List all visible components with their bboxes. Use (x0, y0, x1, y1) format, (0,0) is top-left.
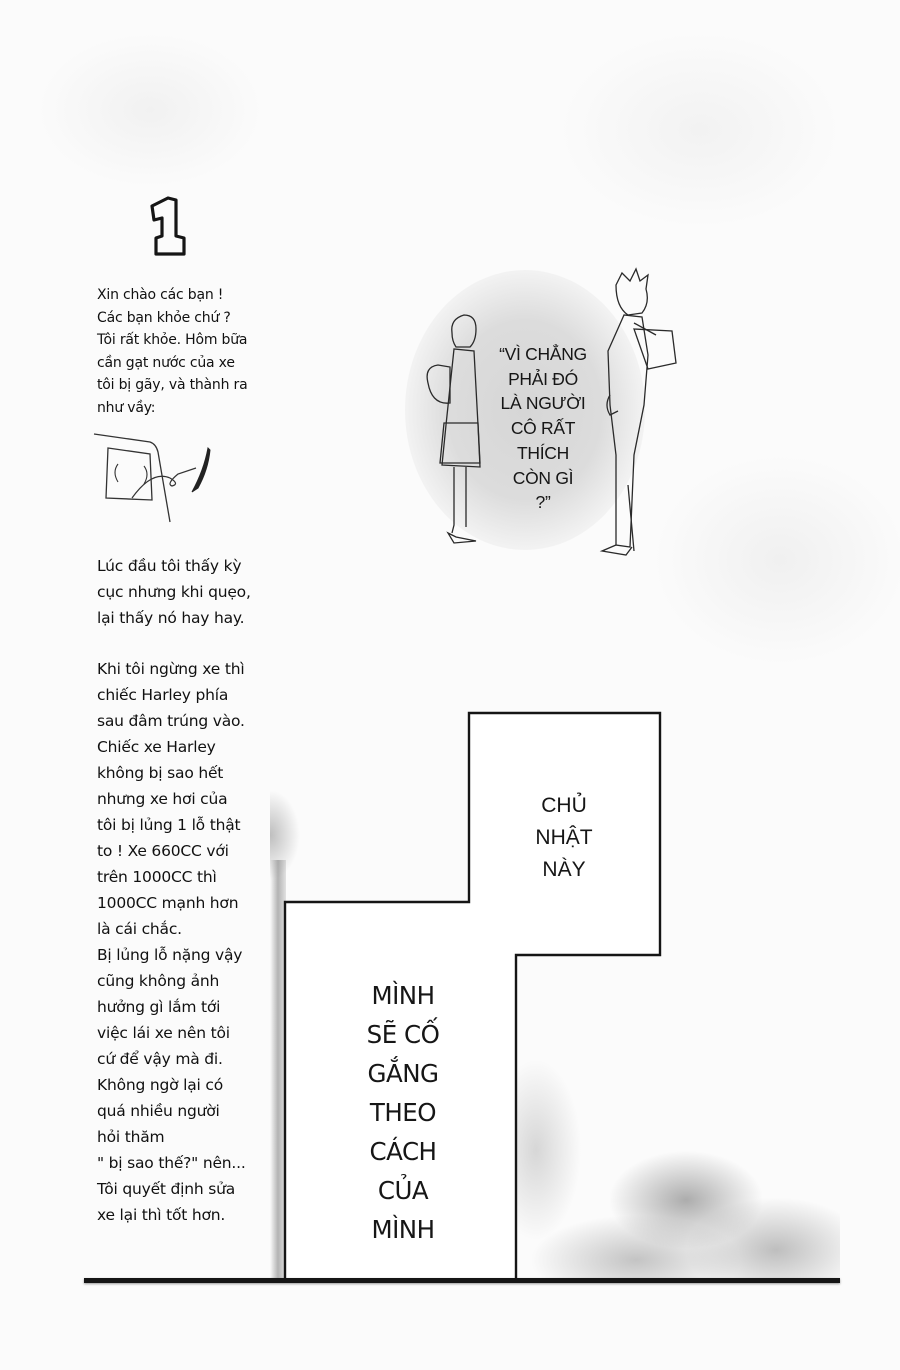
speech-line: CÒN GÌ (512, 467, 574, 488)
panel-line: NÀY (542, 858, 586, 881)
speech-line: “VÌ CHẲNG (499, 344, 587, 364)
note-line: cũng không ảnh (97, 972, 220, 990)
panel-line: NHẬT (535, 826, 593, 849)
note-line: Khi tôi ngừng xe thì (97, 660, 245, 678)
panel-line: CHỦ (541, 794, 587, 817)
note-line: tôi bị gãy, và thành ra (97, 377, 248, 393)
note-line: như vầy: (97, 399, 156, 416)
screentone-right (516, 1000, 840, 1280)
author-note-paragraph-2: Lúc đầu tôi thấy kỳ cục nhưng khi quẹo, … (97, 553, 272, 631)
note-line: 1000CC mạnh hơn (97, 894, 239, 912)
note-line: cục nhưng khi quẹo, (97, 583, 251, 601)
illustration-halo (405, 270, 645, 550)
note-line: xe lại thì tốt hơn. (97, 1206, 226, 1224)
note-line: cần gạt nước của xe (97, 354, 235, 371)
note-line: hỏi thăm (97, 1128, 165, 1146)
panel-line: MÌNH (371, 981, 435, 1010)
note-line: Chiếc xe Harley (97, 738, 216, 756)
note-line: to ! Xe 660CC với (97, 842, 229, 860)
panel-line: GẮNG (367, 1059, 439, 1088)
speech-line: PHẢI ĐÓ (508, 368, 578, 389)
panel-text-lower: MÌNH SẼ CỐ GẮNG THEO CÁCH CỦA MÌNH (348, 976, 458, 1249)
two-students-illustration (426, 267, 677, 556)
note-line: nhưng xe hơi của (97, 790, 228, 808)
note-line: Tôi rất khỏe. Hôm bữa (97, 332, 248, 348)
note-line: Không ngờ lại có (97, 1076, 223, 1094)
speech-line: THÍCH (517, 442, 569, 463)
note-line: Lúc đầu tôi thấy kỳ (97, 557, 242, 575)
note-line: quá nhiều người (97, 1102, 220, 1120)
speech-line: CÔ RẤT (510, 418, 576, 439)
panel-line: CỦA (377, 1176, 429, 1205)
speech-text: “VÌ CHẲNG PHẢI ĐÓ LÀ NGƯỜI CÔ RẤT THÍCH … (478, 342, 608, 515)
note-line: trên 1000CC thì (97, 868, 217, 886)
note-line: tôi bị lủng 1 lỗ thật (97, 816, 241, 834)
speech-line: LÀ NGƯỜI (500, 393, 586, 414)
note-line: lại thấy nó hay hay. (97, 609, 245, 627)
note-line: sau đâm trúng vào. (97, 712, 245, 730)
author-note-intro: Xin chào các bạn ! Các bạn khỏe chứ ? Tô… (97, 284, 272, 419)
panel-line: MÌNH (371, 1215, 435, 1244)
note-line: hưởng gì lắm tới (97, 998, 221, 1016)
note-line: Xin chào các bạn ! (97, 287, 224, 303)
bottom-panel-rule (84, 1278, 840, 1283)
note-line: là cái chắc. (97, 920, 182, 938)
chapter-number-icon (150, 196, 186, 256)
broken-wiper-sketch-icon (93, 433, 211, 523)
panel-line: SẼ CỐ (366, 1020, 440, 1049)
panel-line: CÁCH (369, 1137, 437, 1166)
screentone-border (270, 860, 286, 1280)
note-line: chiếc Harley phía (97, 686, 229, 704)
speech-line: ?” (535, 492, 551, 513)
note-line: cứ để vậy mà đi. (97, 1050, 223, 1068)
panel-line: THEO (369, 1098, 437, 1127)
note-line: việc lái xe nên tôi (97, 1024, 230, 1042)
note-line: Bị lủng lỗ nặng vậy (97, 946, 243, 964)
note-line: Tôi quyết định sửa (97, 1180, 236, 1198)
author-note-paragraph-3: Khi tôi ngừng xe thì chiếc Harley phía s… (97, 656, 272, 1228)
note-line: không bị sao hết (97, 764, 224, 782)
note-line: Các bạn khỏe chứ ? (97, 309, 231, 326)
panel-text-upper: CHỦ NHẬT NÀY (514, 790, 614, 886)
note-line: " bị sao thế?" nên... (97, 1154, 246, 1172)
